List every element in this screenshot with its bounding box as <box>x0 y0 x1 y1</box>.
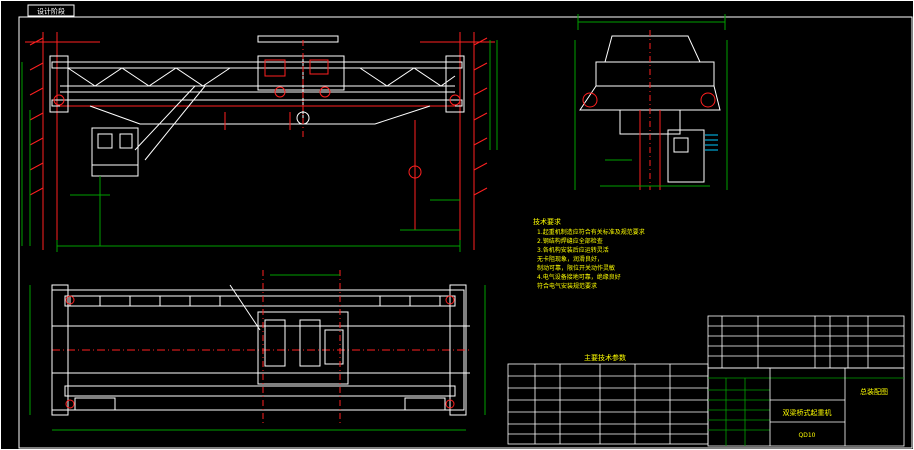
left-runway-column <box>29 32 58 250</box>
title-block-right-tag: 总装配图 <box>860 387 888 396</box>
parameter-table: 主要技术参数 <box>507 353 709 445</box>
corner-tag-text: 设计阶段 <box>37 7 65 16</box>
parts-list <box>707 315 905 369</box>
title-block-name: 双梁桥式起重机 <box>783 408 832 417</box>
tech-requirement-line: 制动可靠，限位开关动作灵敏 <box>537 264 615 272</box>
tech-requirement-line: 符合电气安装规范要求 <box>537 282 597 290</box>
tech-requirement-line: 4.电气设备接地可靠，绝缘良好 <box>537 273 621 281</box>
title-block-drawing-no: QD10 <box>799 432 816 439</box>
title-block: 双梁桥式起重机 QD10 总装配图 <box>707 367 905 447</box>
front-elevation-view <box>21 32 498 252</box>
technical-requirements: 技术要求 1.起重机制造应符合有关标准及规范要求 2.钢结构焊缝应全部检查 3.… <box>533 217 645 290</box>
tech-requirement-line: 无卡阻现象，润滑良好， <box>537 255 603 263</box>
tech-requirement-line: 1.起重机制造应符合有关标准及规范要求 <box>537 228 645 236</box>
tech-requirement-line: 2.钢结构焊缝应全部检查 <box>537 237 603 245</box>
side-elevation-view <box>574 14 728 190</box>
corner-tag: 设计阶段 <box>27 4 75 17</box>
tech-requirements-title: 技术要求 <box>533 217 561 226</box>
param-table-title: 主要技术参数 <box>584 353 626 362</box>
tech-requirement-line: 3.各机构安装后应运转灵活 <box>537 246 609 254</box>
plan-view <box>29 270 486 431</box>
front-view-dimensions <box>21 40 498 252</box>
